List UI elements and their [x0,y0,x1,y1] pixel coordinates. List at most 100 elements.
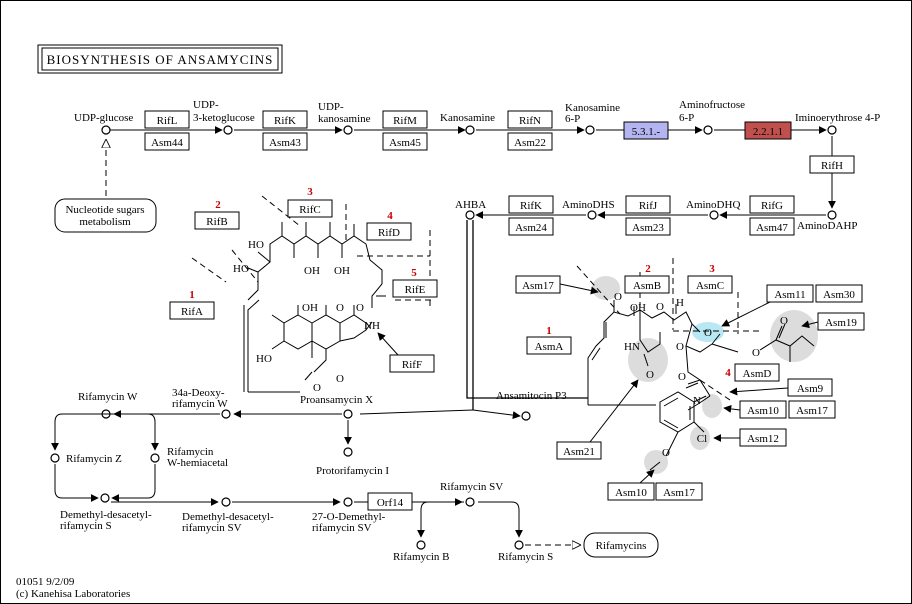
label-deoxy-2: rifamycin W [172,398,228,410]
page-title: BIOSYNTHESIS OF ANSAMYCINS [47,52,274,67]
edge-w-hemiacetal [106,413,159,451]
enzyme-box-rifj[interactable] [625,195,671,214]
enzyme-box-asm22[interactable] [507,132,553,151]
node-udp-kanosamine[interactable] [343,125,353,135]
edge-riff [377,332,399,356]
node-kanosamine[interactable] [465,125,475,135]
enzyme-asm44: Asm44 [151,137,183,149]
node-ahba[interactable] [465,210,475,220]
enzyme-asm11: Asm11 [774,289,805,301]
enzyme-asm45: Asm45 [389,137,421,149]
enzyme-box-rifk-2[interactable] [508,195,554,214]
enzyme-box-asm30[interactable] [815,284,863,303]
enzyme-box-asm43[interactable] [262,132,308,151]
node-rifamycin-b[interactable] [416,540,426,550]
footer-map-id: 01051 9/2/09 [16,576,75,588]
asm-atom-o-7: O [780,315,788,327]
node-aminodahp[interactable] [827,210,837,220]
atom-o-3: O [336,373,344,385]
asm-module-2: 2 [645,263,651,275]
enzyme-box-asm10-b[interactable] [607,482,655,501]
enzyme-asm47: Asm47 [756,222,788,234]
enzyme-asm9: Asm9 [797,383,824,395]
enzyme-box-asmc[interactable] [687,275,733,294]
enzyme-box-asm11[interactable] [766,284,814,303]
label-aminofructose-1: Aminofructose [679,99,745,111]
node-iminoerythrose-4p[interactable] [827,125,837,135]
node-kanosamine-6p[interactable] [585,125,595,135]
enzyme-box-asm17-b[interactable] [788,400,836,419]
enzyme-box-orf14[interactable] [367,492,413,511]
enzyme-rifa: RifA [181,306,203,318]
enzyme-asma: AsmA [535,341,564,353]
enzyme-box-asmb[interactable] [624,275,670,294]
enzyme-box-asm23[interactable] [625,217,671,236]
enzyme-box-rifb[interactable] [194,211,240,230]
node-udp-3-ketoglucose[interactable] [223,125,233,135]
node-34a-deoxy-rifamycin-w[interactable] [221,409,231,419]
enzyme-box-rifa[interactable] [169,301,215,320]
enzyme-rifm: RifM [393,115,417,127]
enzyme-box-rifl[interactable] [144,110,190,129]
node-protorifamycin-i[interactable] [343,447,353,457]
map-nucleotide-sugars[interactable] [54,198,157,233]
enzyme-box-riff[interactable] [389,354,435,373]
atom-oh-2: OH [334,265,350,277]
enzyme-rife: RifE [405,284,426,296]
enzyme-box-ec531[interactable] [623,121,669,140]
enzyme-box-asm44[interactable] [144,132,190,151]
enzyme-ec531: 5.3.1.- [632,126,661,138]
map-rifamycins[interactable] [583,532,659,558]
enzyme-box-rifg[interactable] [749,195,795,214]
atom-o-2: O [356,302,364,314]
label-demethyl-sv-1: Demethyl-desacetyl- [182,511,274,523]
ansamitocin-structure [587,300,815,471]
label-demethyl-sv-2: rifamycin SV [182,522,242,534]
node-27-o-demethylrifamycin-sv[interactable] [343,497,353,507]
node-aminodhs[interactable] [587,210,597,220]
edge-to-proansamycin [359,409,474,415]
node-rifamycin-z[interactable] [50,453,60,463]
enzyme-box-asm24[interactable] [508,217,554,236]
enzyme-box-asm9[interactable] [787,378,833,397]
edge-z-demethyl-s [54,464,99,502]
node-demethyl-desacetyl-rifamycin-s[interactable] [100,493,110,503]
node-aminofructose-6p[interactable] [703,125,713,135]
node-rifamycin-sv[interactable] [465,497,475,507]
asm-highlight-7 [644,450,668,474]
enzyme-rifk-1: RifK [274,115,296,127]
enzyme-box-asma[interactable] [526,336,572,355]
enzyme-box-asm17-c[interactable] [655,482,703,501]
label-udp-3-ketoglucose-1: UDP- [193,99,219,111]
enzyme-box-rifh[interactable] [809,155,855,174]
enzyme-box-rifd[interactable] [366,222,412,241]
node-ansamitocin-p3[interactable] [521,411,531,421]
node-udp-glucose[interactable] [101,125,111,135]
enzyme-ec2211: 2.2.1.1 [753,126,783,138]
enzyme-box-asm19[interactable] [817,312,865,331]
label-rifamycin-b: Rifamycin B [393,551,450,563]
edge-asm21 [589,379,639,443]
enzyme-box-ec2211[interactable] [744,121,792,140]
node-rifamycin-s[interactable] [514,540,524,550]
asm-atom-o-5: O [676,341,684,353]
enzyme-box-asm21[interactable] [556,441,602,460]
enzyme-box-asmd[interactable] [734,363,780,382]
enzyme-box-rifm[interactable] [382,110,428,129]
node-demethyl-desacetyl-rifamycin-sv[interactable] [221,497,231,507]
atom-ho-3: HO [256,353,272,365]
asm-highlight-1 [592,276,620,300]
enzyme-box-asm45[interactable] [382,132,428,151]
asm-module-1: 1 [546,325,552,337]
enzyme-box-rife[interactable] [392,279,438,298]
node-aminodhq[interactable] [709,210,719,220]
enzyme-box-rifn[interactable] [507,110,553,129]
enzyme-box-asm47[interactable] [749,217,795,236]
asm-atom-oh: OH [630,302,646,314]
enzyme-box-rifk-1[interactable] [262,110,308,129]
enzyme-box-rifc[interactable] [287,199,333,218]
enzyme-orf14: Orf14 [377,497,404,509]
enzyme-rifh: RifH [821,160,843,172]
node-proansamycin-x[interactable] [343,409,353,419]
node-rifamycin-w-hemiacetal[interactable] [150,453,160,463]
